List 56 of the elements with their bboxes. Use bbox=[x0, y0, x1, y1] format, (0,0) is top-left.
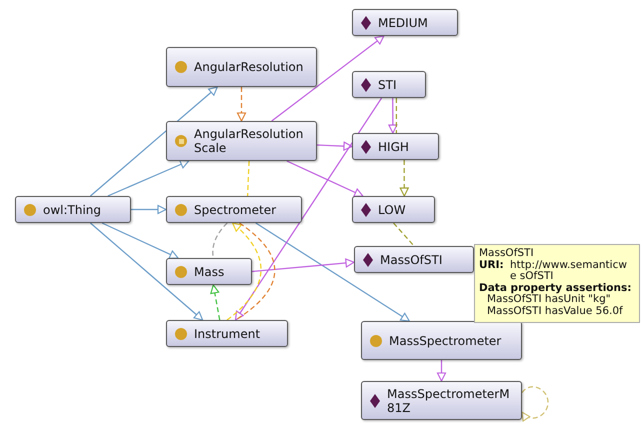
tooltip-text: MassOfSTI hasUnit "kg" bbox=[486, 294, 612, 306]
arrow bbox=[131, 204, 167, 214]
arrow bbox=[236, 87, 246, 122]
arrow bbox=[521, 386, 549, 422]
class-node bbox=[15, 196, 131, 223]
class-node bbox=[166, 320, 288, 347]
node-label: MassOfSTI bbox=[380, 252, 442, 266]
node-label: MEDIUM bbox=[378, 16, 428, 30]
individual-node bbox=[354, 246, 474, 273]
connector-line bbox=[212, 222, 228, 258]
node-label: STI bbox=[378, 78, 396, 92]
arrow bbox=[255, 222, 410, 322]
arrow bbox=[226, 222, 262, 320]
node-label: HIGH bbox=[378, 140, 409, 154]
arrow bbox=[108, 160, 190, 197]
arrow bbox=[388, 98, 398, 134]
node-label: LOW bbox=[378, 202, 406, 216]
tooltip-text: MassOfSTI hasValue 56.0f bbox=[486, 306, 624, 318]
arrow bbox=[210, 284, 220, 320]
node-label: Mass bbox=[194, 264, 224, 278]
class-node bbox=[166, 196, 302, 223]
node-label: MassSpectrometer bbox=[389, 334, 502, 348]
node-label: AngularResolution bbox=[194, 60, 304, 74]
node-label: Spectrometer bbox=[194, 202, 276, 216]
individual-node bbox=[361, 381, 522, 420]
node-label: MassSpectrometerM81Z bbox=[387, 386, 510, 414]
tooltip-text: http://www.semanticwe sOfSTI bbox=[510, 260, 628, 283]
arrow bbox=[90, 86, 218, 196]
class-node bbox=[361, 321, 522, 360]
arrow bbox=[316, 142, 353, 151]
arrow bbox=[90, 222, 204, 321]
individual-node bbox=[352, 9, 458, 36]
arrow bbox=[102, 222, 179, 259]
arrow bbox=[234, 98, 382, 321]
node-label: AngularResolutionScale bbox=[194, 127, 304, 155]
individual-node bbox=[352, 196, 435, 223]
tooltip-text: Data property assertions: bbox=[479, 282, 632, 294]
node-label: Instrument bbox=[194, 326, 260, 340]
connector-line bbox=[393, 222, 414, 246]
arrow bbox=[252, 258, 355, 272]
class-node bbox=[166, 258, 252, 285]
individual-node bbox=[352, 71, 426, 98]
class-node bbox=[166, 47, 317, 87]
arrow bbox=[436, 360, 446, 382]
class-node bbox=[166, 121, 317, 161]
arrow bbox=[286, 160, 364, 197]
tooltip-text: URI: bbox=[479, 260, 505, 273]
connector-line bbox=[235, 222, 276, 320]
tooltip-text: MassOfSTI bbox=[479, 248, 535, 260]
tooltip-box bbox=[474, 244, 640, 323]
connector-line bbox=[396, 98, 397, 133]
individual-node bbox=[352, 133, 439, 160]
connector-line bbox=[247, 160, 250, 196]
node-label: owl:Thing bbox=[43, 202, 102, 216]
arrow bbox=[271, 35, 384, 122]
arrow bbox=[400, 160, 409, 197]
